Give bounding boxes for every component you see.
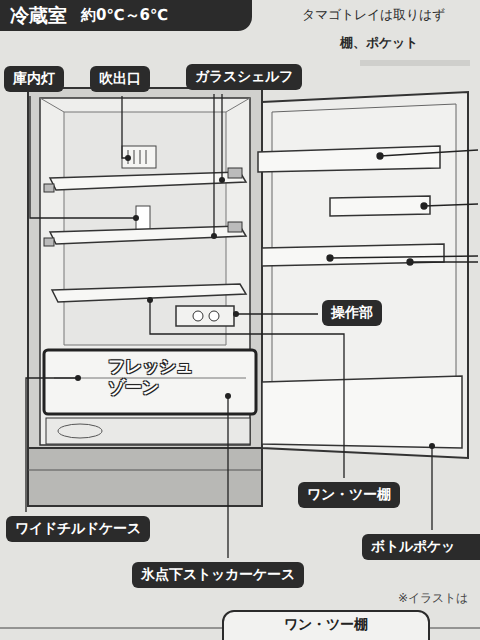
illustration-shape bbox=[44, 350, 256, 414]
illustration-shape bbox=[193, 311, 203, 321]
illustration-shape bbox=[150, 300, 344, 478]
illustration-shape bbox=[219, 177, 225, 183]
note-text: 棚、ポケット bbox=[340, 34, 418, 52]
part-name: ボトルポケッ bbox=[371, 538, 471, 556]
illustration-shape bbox=[262, 376, 462, 448]
illustration-shape bbox=[28, 448, 262, 506]
part-label-box: 操作部 bbox=[322, 300, 382, 326]
illustration-shape bbox=[122, 146, 156, 168]
illustration-shape bbox=[211, 233, 217, 239]
illustration-shape bbox=[176, 306, 234, 326]
illustration-shape bbox=[75, 375, 81, 381]
illustration-shape bbox=[75, 155, 435, 449]
illustration-shape bbox=[327, 150, 478, 265]
illustration-shape bbox=[429, 443, 435, 449]
illustration-shape bbox=[28, 88, 262, 506]
illustration-shape bbox=[327, 255, 333, 261]
illustration-shape bbox=[146, 150, 147, 164]
part-name: 操作部 bbox=[331, 304, 373, 322]
illustration-shape bbox=[330, 196, 430, 216]
illustration-shape bbox=[50, 172, 246, 190]
temperature-range: 約0℃～6℃ bbox=[81, 6, 168, 25]
illustration-shape bbox=[46, 418, 250, 444]
illustration-shape bbox=[377, 153, 383, 159]
illustration-shape bbox=[236, 313, 318, 314]
illustration-shape bbox=[431, 446, 432, 530]
illustration-shape bbox=[430, 628, 480, 629]
illustration-shape bbox=[233, 311, 239, 317]
section-title: 冷蔵室 bbox=[10, 3, 67, 29]
illustration-shape bbox=[360, 60, 470, 66]
part-label-box: ボトルポケッ bbox=[362, 534, 480, 560]
illustration-shape bbox=[140, 150, 141, 164]
illustration-shape bbox=[26, 94, 432, 558]
illustration-shape bbox=[125, 155, 131, 161]
part-name: 氷点下ストッカーケース bbox=[141, 566, 295, 584]
illustration-shape bbox=[50, 226, 246, 244]
illustration-shape bbox=[44, 168, 242, 246]
part-name: フレッシュ ゾーン bbox=[108, 356, 212, 399]
illustration-shape bbox=[28, 470, 262, 471]
illustration-shape bbox=[421, 203, 427, 209]
illustration-shape bbox=[221, 94, 222, 180]
illustration-shape bbox=[258, 146, 462, 448]
part-name: ワイドチルドケース bbox=[15, 520, 141, 538]
illustration-shape bbox=[227, 396, 228, 558]
note-text: ※イラストは bbox=[398, 590, 468, 607]
part-label-box: ガラスシェルフ bbox=[186, 64, 302, 90]
illustration-shape bbox=[228, 222, 242, 232]
title-tab: 冷蔵室約0℃～6℃ bbox=[0, 0, 252, 31]
illustration-shape bbox=[226, 98, 250, 112]
illustration-shape bbox=[26, 378, 78, 512]
illustration-shape bbox=[424, 204, 478, 206]
part-label-box: 吹出口 bbox=[90, 66, 150, 92]
part-name: 吹出口 bbox=[99, 70, 141, 88]
illustration-shape bbox=[122, 96, 128, 158]
illustration-shape bbox=[50, 172, 246, 302]
part-label-box: ワイドチルドケース bbox=[6, 516, 150, 542]
illustration-shape bbox=[0, 628, 222, 629]
illustration-shape bbox=[133, 215, 139, 221]
illustration-shape bbox=[410, 261, 478, 262]
illustration-shape bbox=[330, 256, 478, 258]
illustration-shape bbox=[44, 238, 54, 246]
illustration-shape bbox=[380, 150, 478, 156]
illustration-shape bbox=[147, 297, 153, 303]
illustration-shape bbox=[407, 259, 413, 265]
section-header-box: ワン・ツー棚 bbox=[222, 610, 430, 640]
part-name: ガラスシェルフ bbox=[195, 68, 293, 86]
illustration-shape bbox=[258, 146, 440, 172]
part-label-box: 氷点下ストッカーケース bbox=[132, 562, 304, 588]
part-name: ワン・ツー棚 bbox=[236, 616, 416, 634]
illustration-shape bbox=[44, 184, 54, 192]
illustration-shape bbox=[209, 311, 219, 321]
illustration-shape bbox=[52, 284, 246, 302]
illustration-shape bbox=[213, 94, 214, 236]
note-text: タマゴトレイは取りはず bbox=[302, 6, 445, 24]
illustration-shape bbox=[30, 96, 136, 218]
zone-label: フレッシュ ゾーン bbox=[104, 354, 216, 401]
part-label-box: ワン・ツー棚 bbox=[298, 482, 400, 508]
illustration-shape bbox=[134, 150, 135, 164]
part-name: ワン・ツー棚 bbox=[307, 486, 391, 504]
illustration-shape bbox=[58, 424, 102, 438]
part-name: 庫内灯 bbox=[13, 70, 55, 88]
illustration-shape bbox=[262, 244, 444, 266]
illustration-shape bbox=[225, 393, 231, 399]
part-label-box: 庫内灯 bbox=[4, 66, 64, 92]
illustration-shape bbox=[228, 168, 242, 178]
illustration-shape bbox=[40, 98, 64, 112]
